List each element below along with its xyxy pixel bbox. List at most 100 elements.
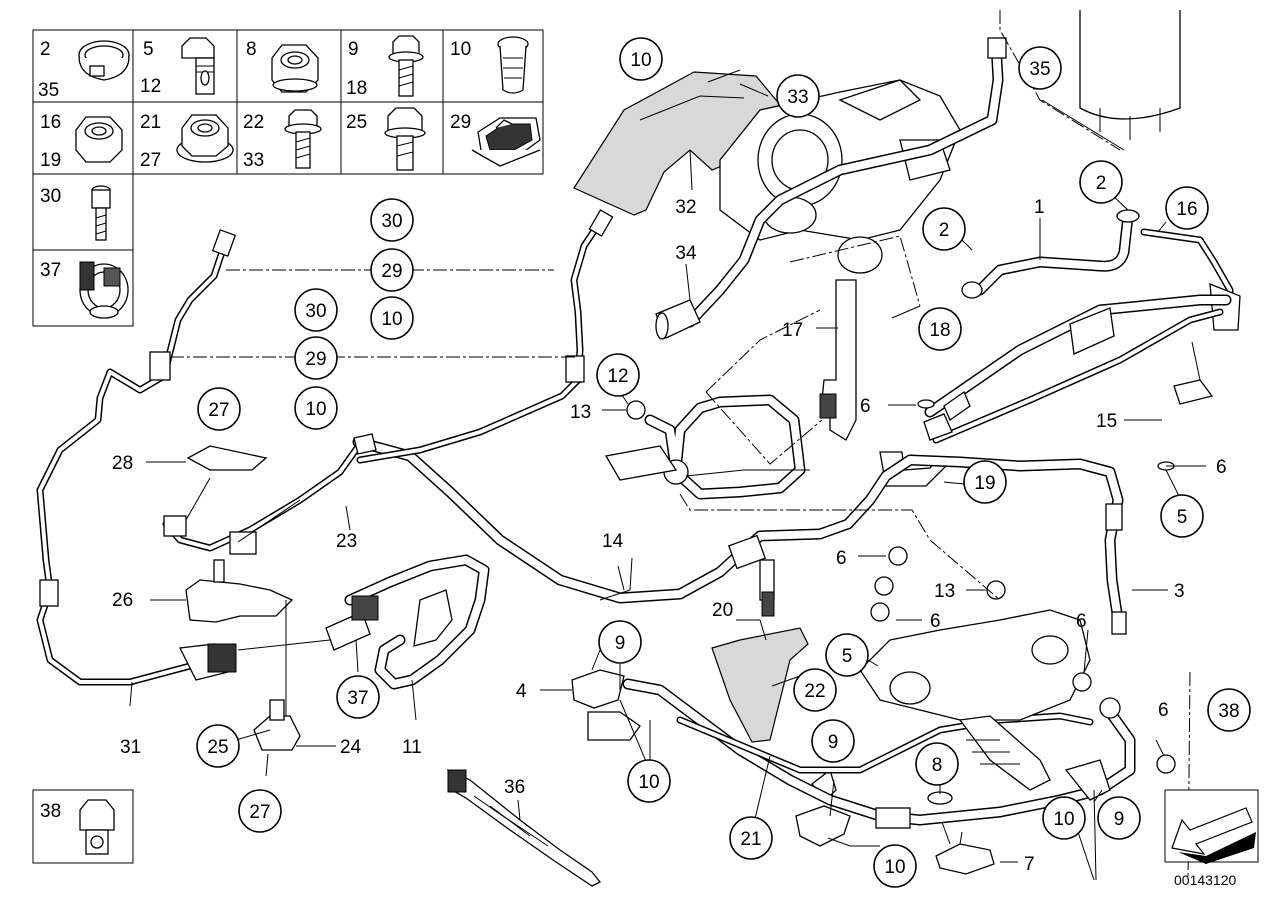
callout-number: 9	[828, 732, 839, 753]
callout-bubble: 30	[294, 288, 338, 332]
legend-number: 10	[450, 39, 471, 60]
callout-number: 29	[381, 261, 402, 282]
legend-number: 35	[38, 80, 59, 101]
part-label: 4	[516, 681, 527, 702]
legend-number: 33	[243, 150, 264, 171]
callout-number: 21	[740, 829, 761, 850]
callout-bubble: 10	[873, 844, 917, 888]
hex-nut-icon	[75, 116, 123, 163]
legend-number: 38	[40, 801, 61, 822]
callout-bubble: 16	[1165, 186, 1209, 230]
legend-cell	[236, 101, 342, 175]
rivet-nut-icon	[497, 36, 529, 94]
callout-number: 9	[1114, 809, 1125, 830]
callout-number: 2	[939, 220, 950, 241]
part-label: 6	[1158, 700, 1169, 721]
callout-bubble: 10	[619, 37, 663, 81]
legend-number: 5	[143, 39, 154, 60]
part-label: 34	[675, 243, 697, 264]
fastener-legend: 2 35 5 12 8 9 18 10 16 19 21 27 22 33 25…	[32, 29, 544, 327]
legend-number: 16	[40, 112, 61, 133]
legend-cell	[340, 101, 444, 175]
banjo-bolt-icon	[79, 799, 115, 855]
part-label: 7	[1024, 854, 1035, 875]
hose-assembly-artwork	[36, 10, 1241, 887]
part-label: 36	[504, 777, 525, 798]
callout-bubble: 10	[0, 0, 21, 5]
orientation-box	[1164, 789, 1259, 864]
part-label: 14	[602, 531, 624, 552]
callout-number: 38	[1218, 701, 1239, 722]
legend-number: 30	[40, 186, 61, 207]
callout-bubble: 19	[963, 460, 1007, 504]
cable-clip-icon	[471, 117, 541, 167]
hex-nut-icon	[271, 44, 319, 93]
callout-bubble: 10	[370, 296, 414, 340]
callout-number: 10	[638, 772, 659, 793]
callout-bubble: 18	[918, 307, 962, 351]
callout-number: 9	[615, 633, 626, 654]
part-label: 13	[570, 402, 591, 423]
callout-number: 30	[305, 301, 326, 322]
diagram-id: 00143120	[1174, 872, 1237, 888]
callout-bubble: 2	[922, 207, 966, 251]
spring-clamp-icon	[79, 261, 129, 319]
callout-number: 16	[1176, 199, 1197, 220]
legend-number: 22	[243, 112, 264, 133]
callout-number: 10	[630, 50, 651, 71]
callout-number: 35	[1029, 59, 1050, 80]
part-label: 3	[1174, 581, 1185, 602]
legend-number: 2	[40, 39, 51, 60]
part-label: 6	[1076, 611, 1087, 632]
part-label: 26	[112, 590, 133, 611]
hex-bolt-icon	[284, 109, 322, 169]
part-label: 32	[675, 197, 696, 218]
part-label: 6	[836, 548, 847, 569]
legend-number: 37	[40, 260, 61, 281]
legend-number: 29	[450, 112, 471, 133]
fastener-legend-38: 38	[32, 789, 134, 864]
callout-bubble: 38	[1207, 688, 1251, 732]
callout-bubble: 29	[370, 248, 414, 292]
callout-number: 27	[249, 802, 270, 823]
hex-bolt-icon	[388, 35, 424, 97]
callout-bubble: 9	[1097, 796, 1141, 840]
callout-number: 37	[347, 688, 368, 709]
legend-number: 27	[140, 150, 161, 171]
callout-number: 8	[932, 755, 943, 776]
legend-number: 9	[348, 39, 359, 60]
callout-number: 25	[207, 737, 228, 758]
callout-number: 5	[842, 646, 853, 667]
part-label: 15	[1096, 411, 1117, 432]
callout-number: 10	[1053, 809, 1074, 830]
callout-number: 22	[804, 681, 825, 702]
callout-bubble: 33	[776, 74, 820, 118]
part-label: 28	[112, 453, 133, 474]
callout-bubble: 35	[1018, 46, 1062, 90]
legend-cell	[32, 173, 134, 251]
legend-number: 8	[246, 39, 257, 60]
part-label: 11	[402, 737, 422, 758]
legend-cell	[340, 29, 444, 103]
hose-clamp-icon	[78, 40, 130, 81]
part-label: 6	[1216, 457, 1227, 478]
callout-number: 33	[787, 87, 808, 108]
callout-bubble: 10	[627, 759, 671, 803]
legend-number: 12	[140, 76, 161, 97]
callout-bubble: 12	[596, 353, 640, 397]
orientation-arrow-icon	[1171, 807, 1256, 864]
part-label: 23	[336, 531, 357, 552]
callout-bubble: 9	[598, 620, 642, 664]
callout-bubble: 5	[825, 633, 869, 677]
part-label: 17	[782, 320, 803, 341]
callout-bubble: 21	[729, 816, 773, 860]
part-label: 6	[930, 611, 941, 632]
flange-nut-icon	[176, 114, 234, 163]
callout-number: 10	[884, 857, 905, 878]
part-label: 24	[340, 737, 362, 758]
screw-icon	[91, 185, 111, 241]
legend-number: 25	[346, 112, 367, 133]
callout-bubble: 30	[370, 198, 414, 242]
part-label: 6	[860, 396, 871, 417]
callout-number: 10	[381, 309, 402, 330]
